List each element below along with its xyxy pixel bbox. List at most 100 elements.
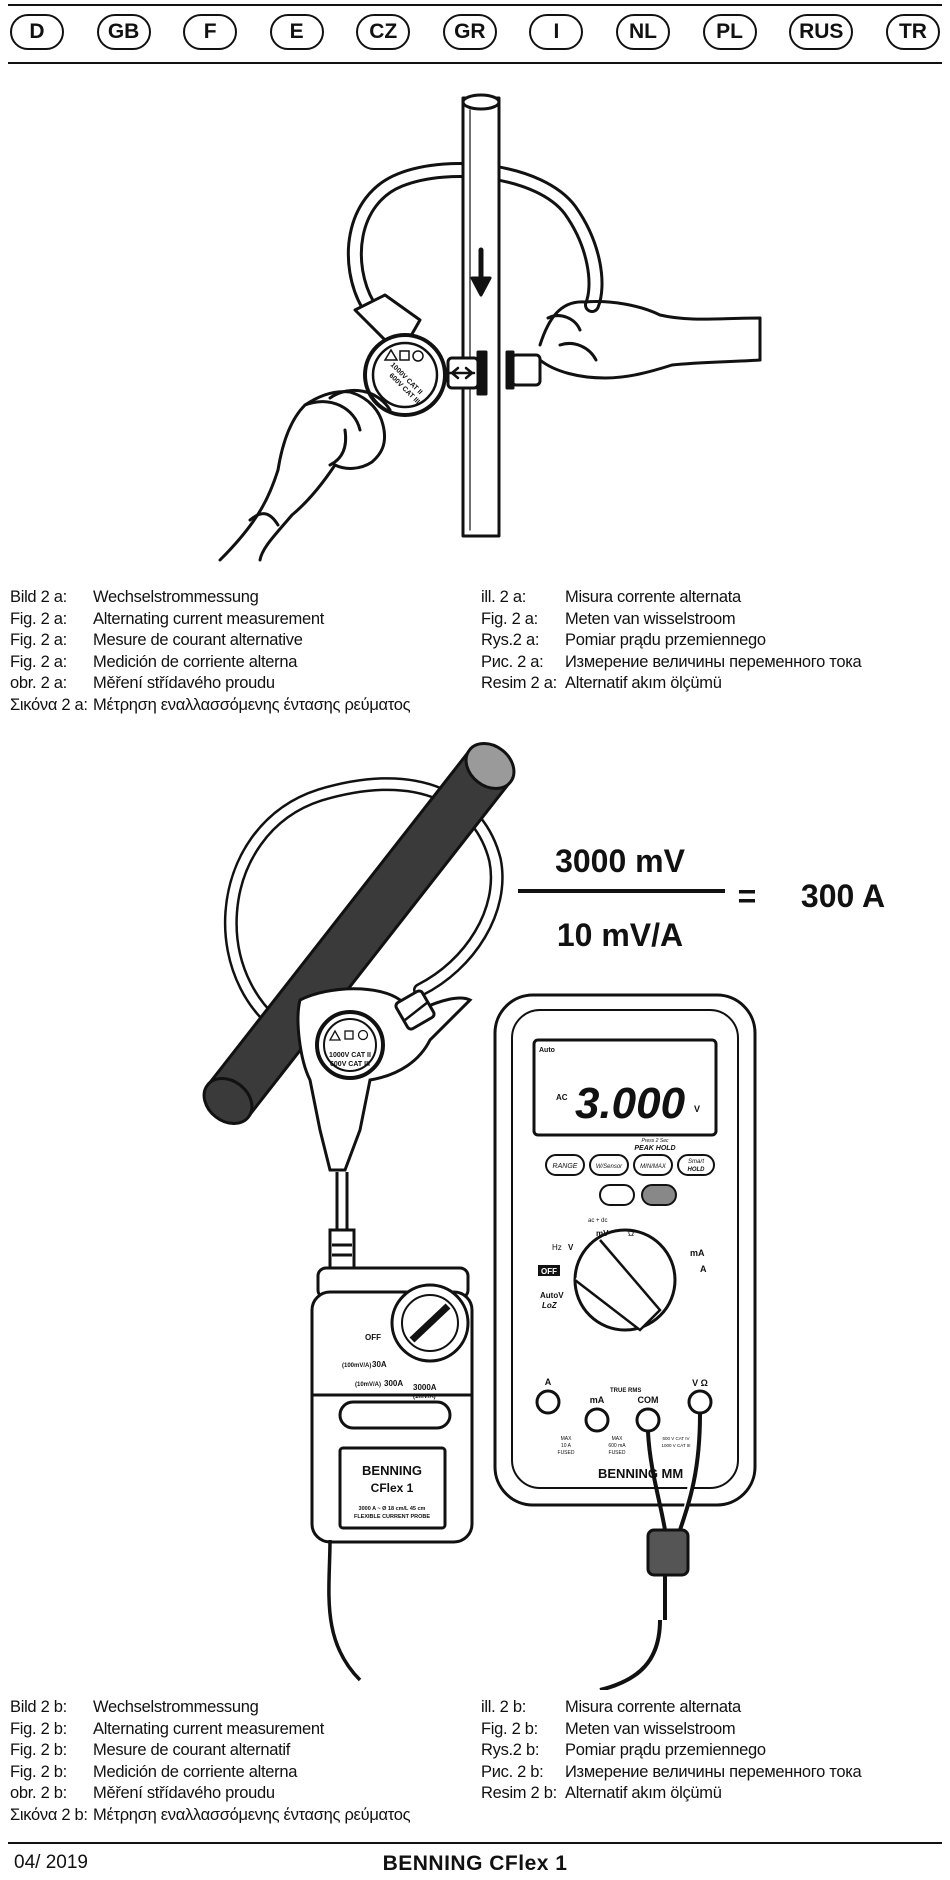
caption-text: Mesure de courant alternatif [93, 1741, 291, 1760]
caption-label: Fig. 2 a: [10, 609, 67, 628]
caption-row: Рис. 2 a:Измерение величины переменного … [481, 652, 862, 674]
probe-r1-a: (100mV/A) [342, 1363, 371, 1369]
meter-peak-1: Press 2 Sec [642, 1138, 669, 1144]
meter-dial-off: OFF [541, 1267, 557, 1276]
meter-peak-2: PEAK HOLD [634, 1145, 675, 1152]
caption-text: Meten van wisselstroom [565, 609, 736, 628]
meter-brand: BENNING MM [598, 1466, 683, 1481]
meter-btn-minmax[interactable]: MIN/MAX [640, 1164, 667, 1170]
caption-label: Fig. 2 b: [481, 1719, 538, 1738]
caption-row: obr. 2 a:Měření střídavého proudu [10, 673, 410, 695]
caption-text: Pomiar prądu przemiennego [565, 1741, 766, 1760]
caption-label: Fig. 2 b: [10, 1762, 67, 1781]
probe-spec: 3000 A ~ Ø 18 cm/L 45 cm [359, 1506, 426, 1512]
caption-row: Σικόνα 2 b:Μέτρηση εναλλασσόμενης ένταση… [10, 1805, 411, 1827]
lang-tab-gb[interactable]: GB [96, 14, 151, 50]
footer-brand: BENNING CFlex 1 [382, 1852, 568, 1875]
probe-desc: FLEXIBLE CURRENT PROBE [354, 1514, 430, 1520]
caption-row: Bild 2 a:Wechselstrommessung [10, 587, 410, 609]
meter-display-value: 3.000 [575, 1079, 686, 1128]
formula-result: 300 A [801, 878, 885, 914]
caption-label: Fig. 2 a: [10, 652, 67, 671]
caption-label: Σικόνα 2 a: [10, 695, 88, 714]
caption-row: Bild 2 b:Wechselstrommessung [10, 1697, 410, 1719]
caption-label: ill. 2 a: [481, 588, 526, 606]
caption-label: obr. 2 b: [10, 1784, 67, 1803]
meter-jack-a: A [545, 1377, 552, 1387]
caption-text: Alternatif akım ölçümü [565, 1784, 722, 1803]
caption-text: Alternating current measurement [93, 609, 324, 628]
caption-row: Rys.2 b:Pomiar prądu przemiennego [481, 1740, 861, 1762]
figure-2b-illustration: 3000 mV 10 mV/A = 300 A 1000V CAT II 600… [202, 742, 885, 1690]
formula-equals: = [738, 878, 757, 914]
meter-auto: Auto [539, 1047, 555, 1054]
lang-tab-f[interactable]: F [183, 14, 238, 50]
caption-text: Pomiar prądu przemiennego [565, 631, 766, 650]
figure-2a-captions: Bild 2 a:Wechselstrommessung Fig. 2 a: Al… [10, 587, 940, 719]
caption-text: Μέτρηση εναλλασσόμενης έντασης ρεύματος [93, 1805, 411, 1824]
meter-dial-v: V [568, 1243, 574, 1252]
meter-dial-ma: mA [690, 1248, 705, 1258]
caption-row: Fig. 2 b: Medición de corriente alterna [10, 1762, 410, 1784]
caption-row: Σικόνα 2 a: Μέτρηση εναλλασσόμενης ένταση… [10, 695, 411, 717]
meter-dial-a: A [700, 1264, 707, 1274]
caption-text: Medición de corriente alterna [93, 1762, 298, 1781]
lang-tab-cz[interactable]: CZ [356, 14, 411, 50]
lang-tab-d[interactable]: D [10, 14, 64, 50]
caption-text: Μέτρηση εναλλασσόμενης έντασης ρεύματος [93, 695, 411, 714]
lang-tab-i[interactable]: I [529, 14, 584, 50]
meter-max600-1: MAX [612, 1436, 624, 1442]
caption-row: Fig. 2 a:Mesure de courant alternative [10, 630, 410, 652]
caption-text: Wechselstrommessung [93, 588, 259, 606]
lang-tab-tr[interactable]: TR [885, 14, 940, 50]
language-bar: D GB F E CZ GR I NL PL RUS TR [10, 12, 940, 52]
caption-text: Измерение величины переменного тока [565, 1762, 862, 1781]
meter-dial-autov-2: LoZ [542, 1301, 558, 1310]
probe-model: CFlex 1 [371, 1481, 414, 1495]
caption-row: Fig. 2 b: Mesure de courant alternatif [10, 1740, 410, 1762]
caption-text: Misura corrente alternata [565, 1698, 741, 1716]
meter-btn-smart-2[interactable]: HOLD [688, 1167, 706, 1173]
meter-jack-com: COM [638, 1395, 659, 1405]
meter-dial-ohm: Ω [628, 1229, 634, 1238]
caption-label: Fig. 2 b: [10, 1741, 67, 1760]
meter-btn-range[interactable]: RANGE [553, 1163, 578, 1170]
meter-dial-autov-1: AutoV [540, 1291, 564, 1300]
caption-row: Fig. 2 b:Meten van wisselstroom [481, 1719, 861, 1741]
caption-row: obr. 2 b: Měření střídavého proudu [10, 1783, 410, 1805]
top-rule [8, 4, 942, 6]
lang-tab-gr[interactable]: GR [442, 14, 497, 50]
meter-max10a-2: 10 A [561, 1443, 572, 1449]
footer-rule [8, 1842, 942, 1844]
caption-label: Рис. 2 a: [481, 652, 544, 671]
caption-row: Fig. 2 a: Alternating current measurement [10, 609, 410, 631]
meter-btn-smart-1[interactable]: Smart [688, 1159, 704, 1165]
caption-text: Wechselstrommessung [93, 1698, 259, 1716]
meter-ac: AC [556, 1093, 568, 1102]
caption-label: Resim 2 b: [481, 1784, 557, 1803]
meter-max10a-3: FUSED [558, 1450, 575, 1456]
probe-r2-a: (10mV/A) [355, 1382, 381, 1388]
caption-row: Resim 2 a:Alternatif akım ölçümü [481, 673, 861, 695]
caption-text: Misura corrente alternata [565, 588, 741, 606]
meter-dial-mv: mV [596, 1229, 609, 1238]
probe-off: OFF [365, 1333, 381, 1342]
meter-display-unit: V [694, 1104, 700, 1114]
caption-row: Fig. 2 a: Medición de corriente alterna [10, 652, 410, 674]
clamp-b-label-2: 600V CAT III [330, 1061, 370, 1068]
lang-tab-pl[interactable]: PL [702, 14, 757, 50]
caption-text: Mesure de courant alternative [93, 631, 303, 650]
figure-2b-captions: Bild 2 b:Wechselstrommessung Fig. 2 b: Al… [10, 1697, 940, 1829]
footer: 04/ 2019 BENNING CFlex 1 [14, 1852, 936, 1876]
formula-denominator: 10 mV/A [557, 917, 683, 953]
lang-tab-rus[interactable]: RUS [789, 14, 854, 50]
caption-label: obr. 2 a: [10, 674, 67, 693]
lang-tab-nl[interactable]: NL [615, 14, 670, 50]
caption-text: Měření střídavého proudu [93, 1784, 275, 1803]
meter-true-rms: TRUE RMS [610, 1388, 641, 1394]
caption-text: Medición de corriente alterna [93, 652, 298, 671]
clamp-b-label-1: 1000V CAT II [329, 1052, 371, 1059]
lang-tab-e[interactable]: E [269, 14, 324, 50]
meter-btn-wsensor[interactable]: W/Sensor [596, 1164, 623, 1170]
caption-row: Fig. 2 a:Meten van wisselstroom [481, 609, 861, 631]
